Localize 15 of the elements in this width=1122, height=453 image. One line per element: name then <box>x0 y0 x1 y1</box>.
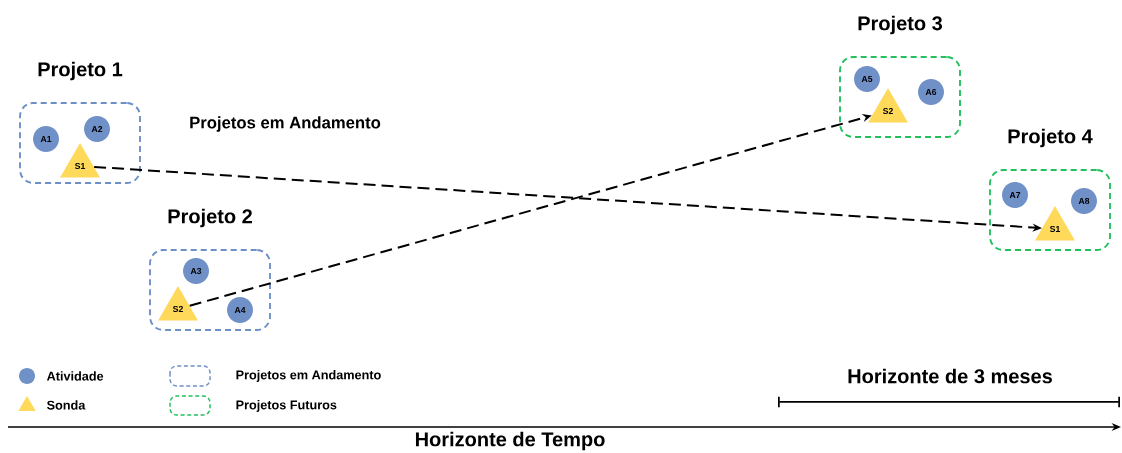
probe-triangle: S1 <box>60 143 100 178</box>
legend-label: Atividade <box>46 371 104 381</box>
legend-label: Projetos em Andamento <box>236 370 381 382</box>
project-heading: Projeto 3 <box>858 15 943 35</box>
legend-label: Projetos Futuros <box>236 400 337 412</box>
section-label: Projetos em Andamento <box>190 116 381 132</box>
legend-label: Sonda <box>46 400 86 410</box>
project-heading: Projeto 2 <box>168 208 252 228</box>
horizon-label: Horizonte de 3 meses <box>848 368 1052 384</box>
project-heading: Projeto 4 <box>1008 128 1093 148</box>
probe-triangle: S2 <box>158 286 198 321</box>
axis-label: Horizonte de Tempo <box>415 431 605 451</box>
probe-triangle: S1 <box>1035 206 1075 241</box>
probe-triangle: S2 <box>868 88 908 123</box>
project-heading: Projeto 1 <box>38 61 123 81</box>
